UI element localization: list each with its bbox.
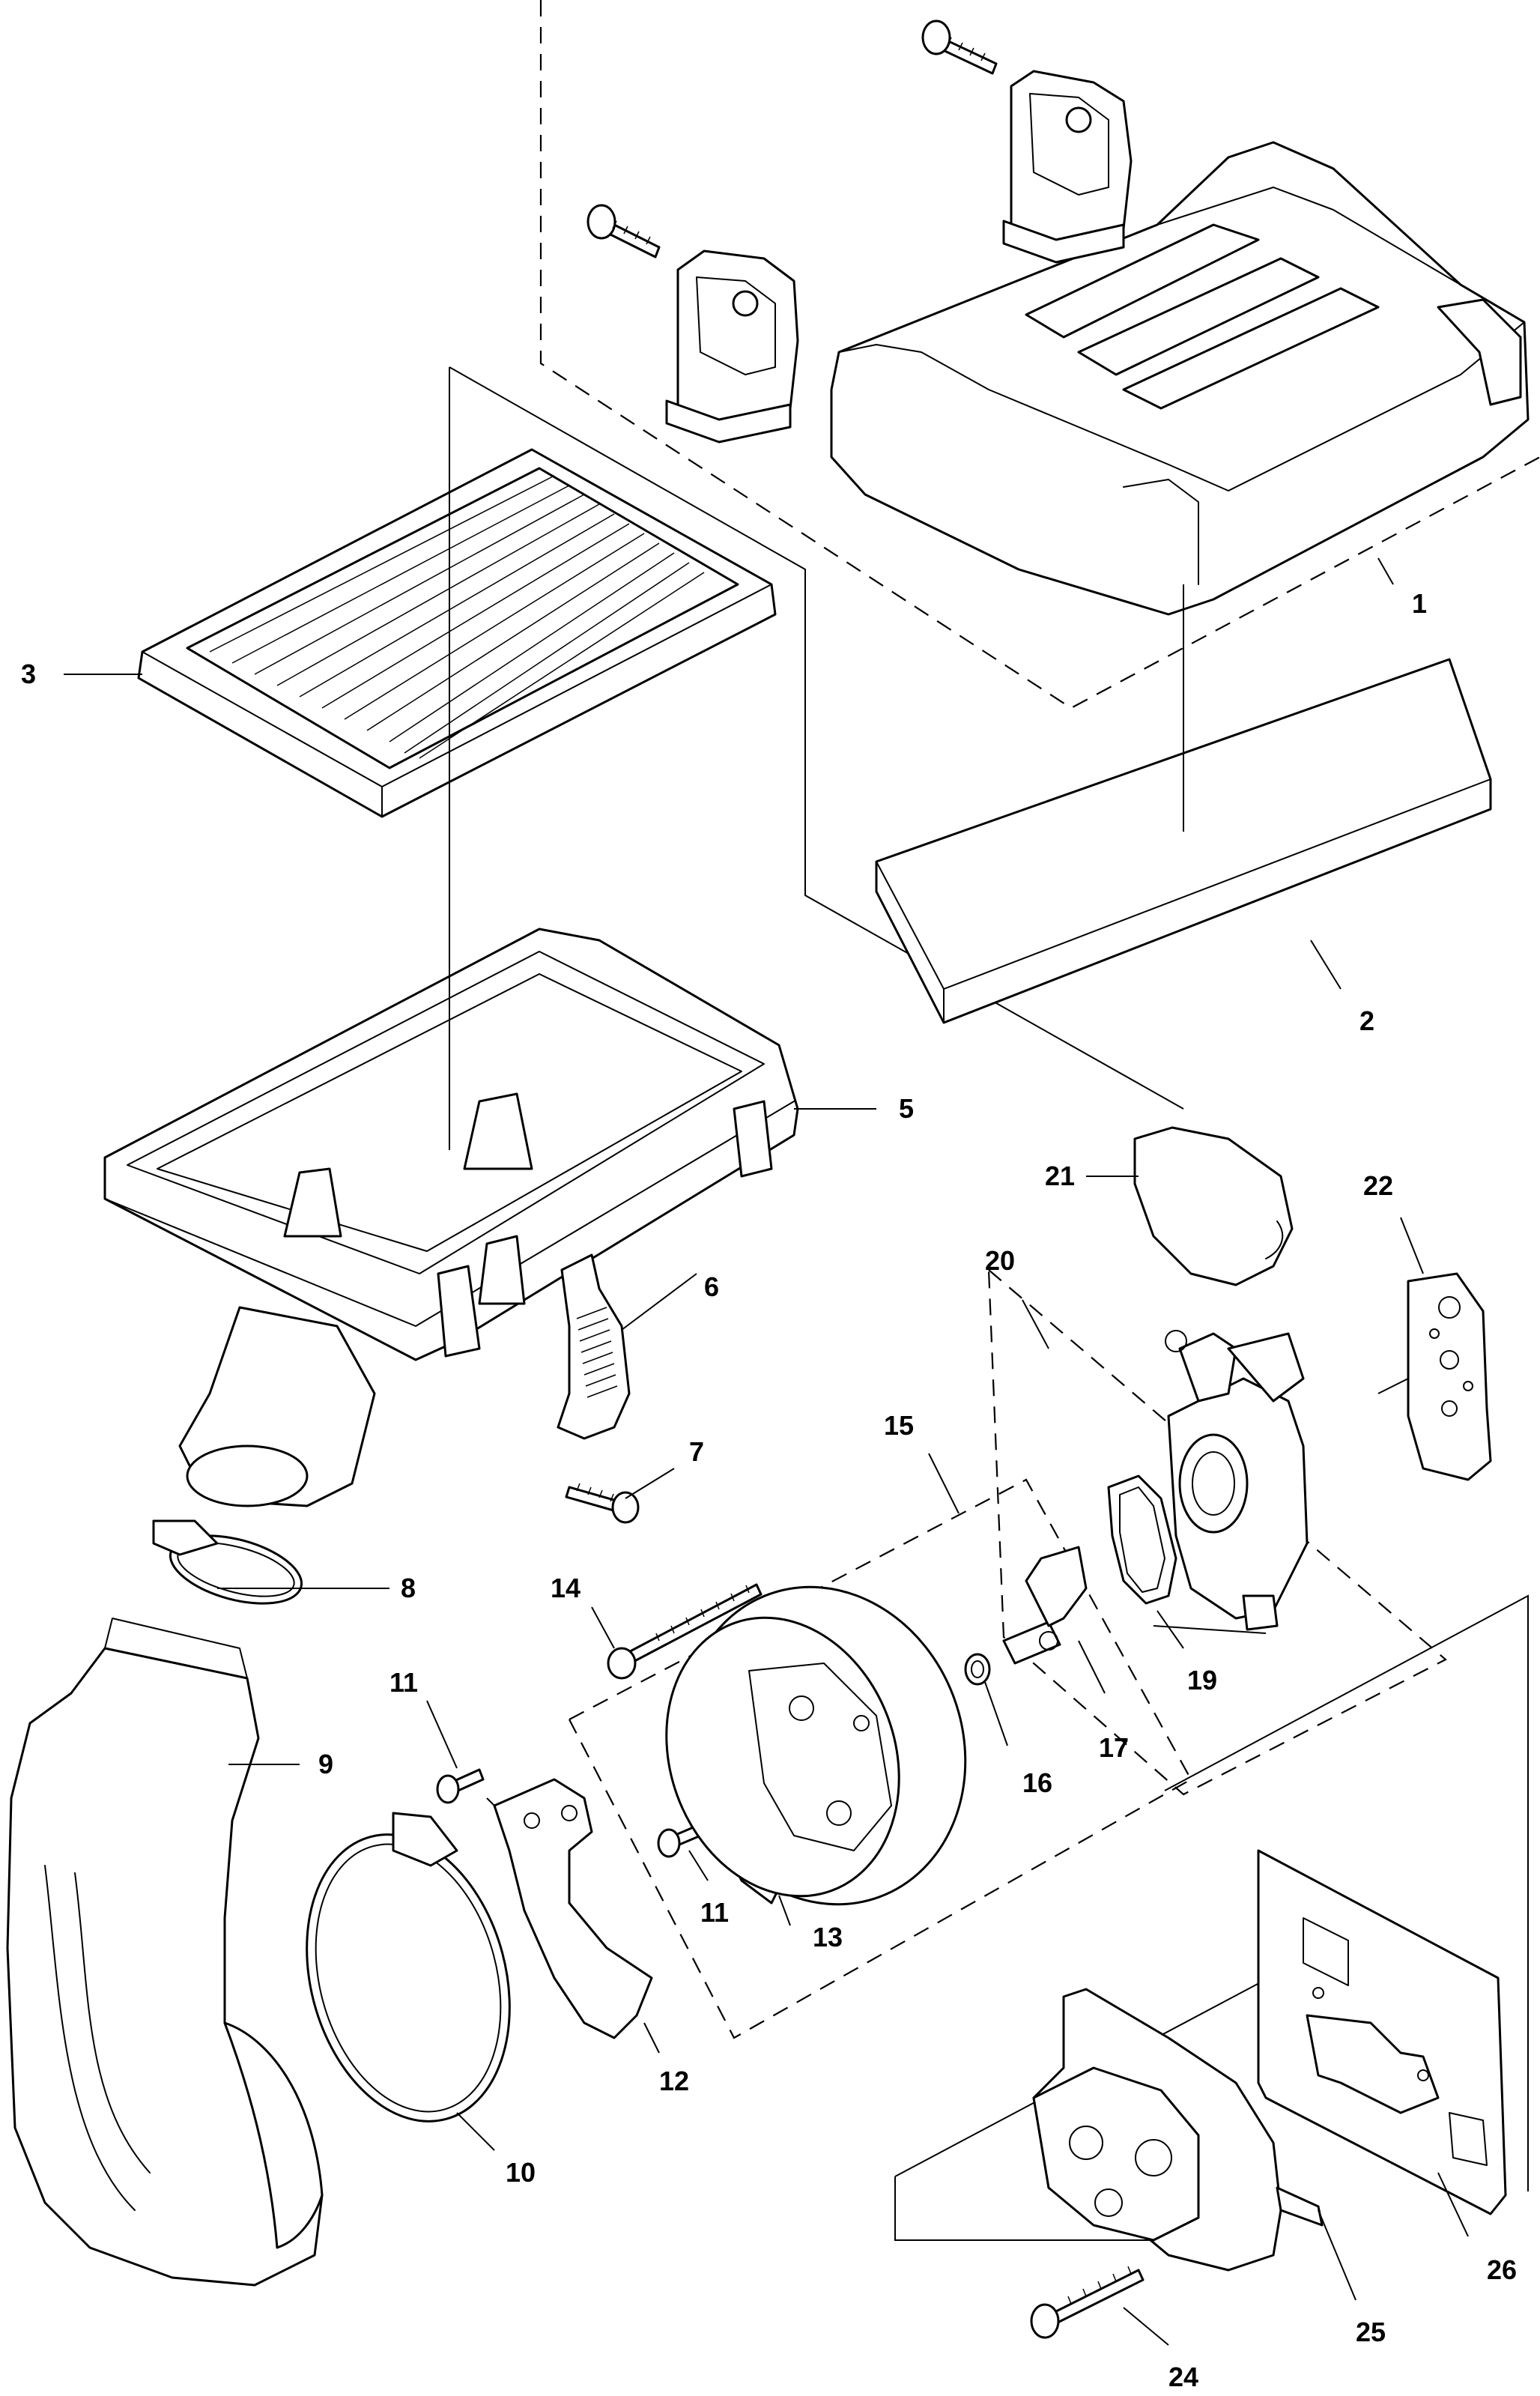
callout-19: 19	[1187, 1665, 1217, 1695]
callout-6: 6	[704, 1271, 719, 1302]
callout-5: 5	[899, 1093, 914, 1124]
cover-screw-right	[921, 19, 998, 75]
callout-25: 25	[1356, 2317, 1386, 2347]
callout-21: 21	[1045, 1161, 1075, 1191]
callout-22: 22	[1363, 1170, 1393, 1201]
hose-clamp-small	[152, 1519, 303, 1605]
carburettor-cap	[1133, 1126, 1294, 1286]
intake-adapter	[665, 1585, 967, 1906]
callout-7: 7	[689, 1436, 704, 1467]
carburettor-group-dashed-box	[987, 1269, 1447, 1796]
heat-shield-gasket	[1257, 1849, 1507, 2215]
callout-12: 12	[659, 2066, 689, 2096]
callout-20: 20	[985, 1245, 1015, 1276]
callout-11-lower: 11	[700, 1897, 729, 1928]
carburettor	[1165, 1330, 1309, 1631]
callout-2: 2	[1359, 1005, 1374, 1036]
callout-26: 26	[1487, 2254, 1517, 2285]
cover-group-dashed-frame	[539, 0, 1540, 710]
callout-8: 8	[401, 1573, 416, 1603]
callout-1: 1	[1412, 588, 1427, 619]
callout-3: 3	[21, 659, 36, 689]
hose-clamp-large	[306, 1812, 511, 2123]
callout-9: 9	[318, 1749, 333, 1779]
cover-screw-left	[586, 204, 661, 258]
carburettor-gasket-ring	[1107, 1474, 1177, 1605]
air-filter-cover	[830, 141, 1530, 616]
callout-24: 24	[1168, 2362, 1198, 2392]
bolt-24	[1030, 2266, 1145, 2339]
intake-manifold	[1032, 1988, 1324, 2272]
callout-15: 15	[884, 1410, 914, 1441]
gasket-frame	[1164, 1594, 1529, 2191]
callout-labels: 1 2 3 5 6 7 8 9 10 11 12 11 13 14 15 16 …	[21, 588, 1517, 2392]
callout-11-upper: 11	[389, 1667, 418, 1698]
intake-elbow	[6, 1618, 324, 2287]
long-bolt	[607, 1583, 763, 1680]
intake-gasket	[1407, 1272, 1492, 1481]
cover-boss-left	[665, 249, 799, 444]
clip	[557, 1253, 631, 1440]
paper-filter-element	[137, 448, 777, 818]
screw-7	[565, 1483, 640, 1524]
foam-prefilter	[875, 658, 1492, 1024]
leader-lines	[64, 367, 1469, 2346]
bracket	[493, 1778, 653, 2039]
choke-shaft	[1002, 1546, 1088, 1665]
callout-16: 16	[1022, 1767, 1052, 1798]
air-filter-housing	[103, 928, 799, 1507]
cover-boss-right	[1002, 70, 1133, 264]
callout-17: 17	[1099, 1732, 1129, 1763]
bottom-group-frame	[894, 2176, 1165, 2241]
callout-14: 14	[551, 1573, 580, 1603]
screw-11-upper	[436, 1768, 485, 1804]
callout-10: 10	[506, 2157, 536, 2188]
callout-13: 13	[813, 1922, 843, 1952]
o-ring-small	[964, 1653, 991, 1686]
